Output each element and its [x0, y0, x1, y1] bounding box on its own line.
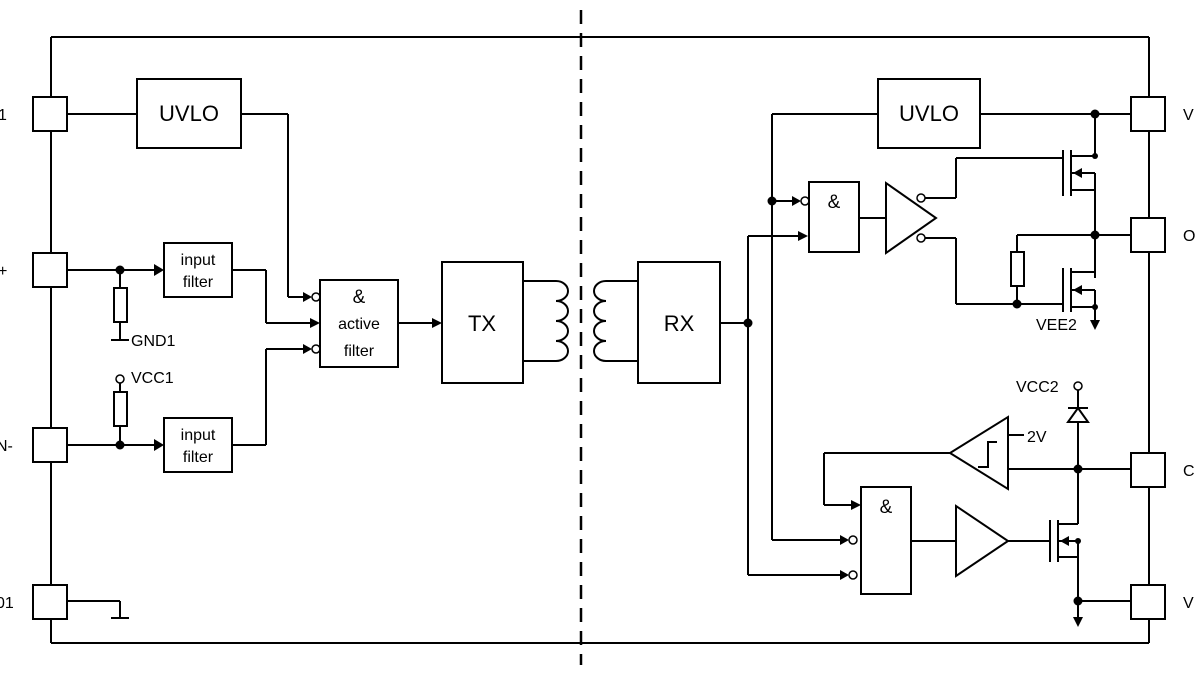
uvlo-block-secondary: UVLO	[877, 78, 981, 149]
pulldown-resistor	[113, 287, 128, 323]
and-label: &	[880, 497, 893, 518]
clamp-nmos-transistor	[1049, 520, 1081, 562]
pin-label: V	[1183, 595, 1194, 612]
active-filter-block: & active filter	[319, 279, 399, 368]
pin-label: C	[1183, 463, 1195, 480]
gnd1-label: GND1	[131, 333, 176, 350]
input-filter-top: input filter	[163, 242, 233, 298]
pullup-resistor	[113, 391, 128, 427]
pin-vee2: V	[1130, 584, 1194, 620]
vcc1-label: VCC1	[131, 370, 174, 387]
comparator-block	[948, 415, 1009, 491]
filter-label-line1: input	[181, 427, 216, 444]
pin-in-minus: N-	[0, 427, 68, 463]
input-filter-bottom: input filter	[163, 417, 233, 473]
active-filter-label1: active	[338, 316, 380, 333]
pin-label: 1	[0, 107, 7, 124]
pin-label: V	[1183, 107, 1194, 124]
vcc2-label: VCC2	[1016, 379, 1059, 396]
and-gate-top: &	[808, 181, 860, 253]
package-outline	[50, 36, 1150, 644]
active-filter-label2: filter	[344, 343, 375, 360]
filter-label-line2: filter	[183, 449, 214, 466]
pin-label: +	[0, 263, 7, 280]
uvlo-label: UVLO	[159, 101, 219, 126]
and-gate-bottom: &	[860, 486, 912, 595]
pin-gnd1: 01	[0, 584, 68, 620]
pin-label: N-	[0, 438, 13, 455]
nmos-transistor	[1062, 268, 1098, 312]
filter-label-line2: filter	[183, 274, 214, 291]
pin-in-plus: +	[0, 252, 68, 288]
clamp-diode	[1066, 406, 1090, 423]
pin-label: O	[1183, 228, 1195, 245]
transformer	[523, 280, 638, 362]
pin-label: 01	[0, 595, 14, 612]
rx-block: RX	[637, 261, 721, 384]
pin-out: O	[1130, 217, 1195, 253]
driver-buffer-top	[885, 181, 938, 255]
pin-clamp: C	[1130, 452, 1195, 488]
rx-label: RX	[664, 311, 695, 336]
pin-vcc2: V	[1130, 96, 1194, 132]
clamp-buffer	[955, 504, 1010, 578]
threshold-label: 2V	[1027, 429, 1047, 446]
tx-block: TX	[441, 261, 524, 384]
and-label: &	[828, 192, 841, 213]
active-filter-amp: &	[353, 287, 366, 308]
uvlo-block-primary: UVLO	[136, 78, 242, 149]
pin-vcc1: 1	[0, 96, 68, 132]
uvlo-label: UVLO	[899, 101, 959, 126]
gate-resistor	[1010, 251, 1025, 287]
filter-label-line1: input	[181, 252, 216, 269]
tx-label: TX	[468, 311, 496, 336]
vee2-label: VEE2	[1036, 317, 1077, 334]
pmos-transistor	[1062, 150, 1098, 196]
